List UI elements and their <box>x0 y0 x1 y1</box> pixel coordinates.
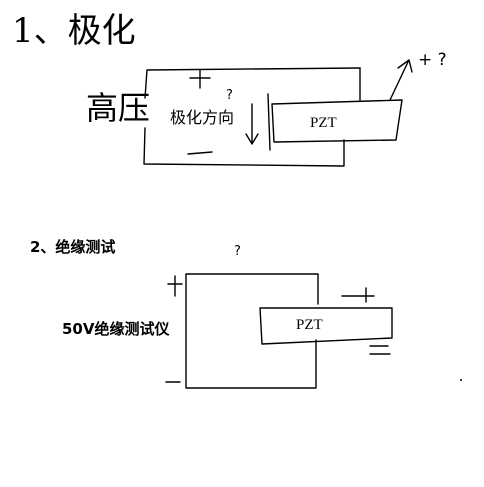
pzt-label-1: PZT <box>310 115 337 131</box>
section2-title: 2、绝缘测试 <box>30 238 116 256</box>
polarization-direction-label: 极化方向 <box>170 108 235 127</box>
pzt-element-2 <box>259 307 393 345</box>
meter-plus-sign <box>167 275 183 297</box>
plus-question-label: + ? <box>418 50 447 70</box>
electrode-line <box>267 93 271 151</box>
output-arrow <box>389 59 413 101</box>
hv-circuit-wire <box>143 67 361 167</box>
pzt-label-2: PZT <box>296 317 323 333</box>
insulation-meter-label: 50V绝缘测试仪 <box>62 320 170 338</box>
polarization-arrow <box>245 103 259 145</box>
negative-terminal-sign <box>187 151 213 155</box>
polarization-circuit <box>143 59 413 167</box>
question-mark-1: ? <box>226 88 233 103</box>
pzt-minus-sign <box>369 345 391 355</box>
stray-dot <box>460 379 462 381</box>
pzt-plus-sign <box>341 287 375 303</box>
section1-title: 1、极化 <box>12 11 136 51</box>
insulation-circuit-wire <box>185 273 319 389</box>
high-voltage-label: 高压 <box>86 89 151 127</box>
pzt-element-1 <box>271 99 403 143</box>
question-mark-2: ? <box>234 244 241 259</box>
positive-terminal-sign <box>189 69 211 89</box>
insulation-circuit <box>165 273 393 389</box>
